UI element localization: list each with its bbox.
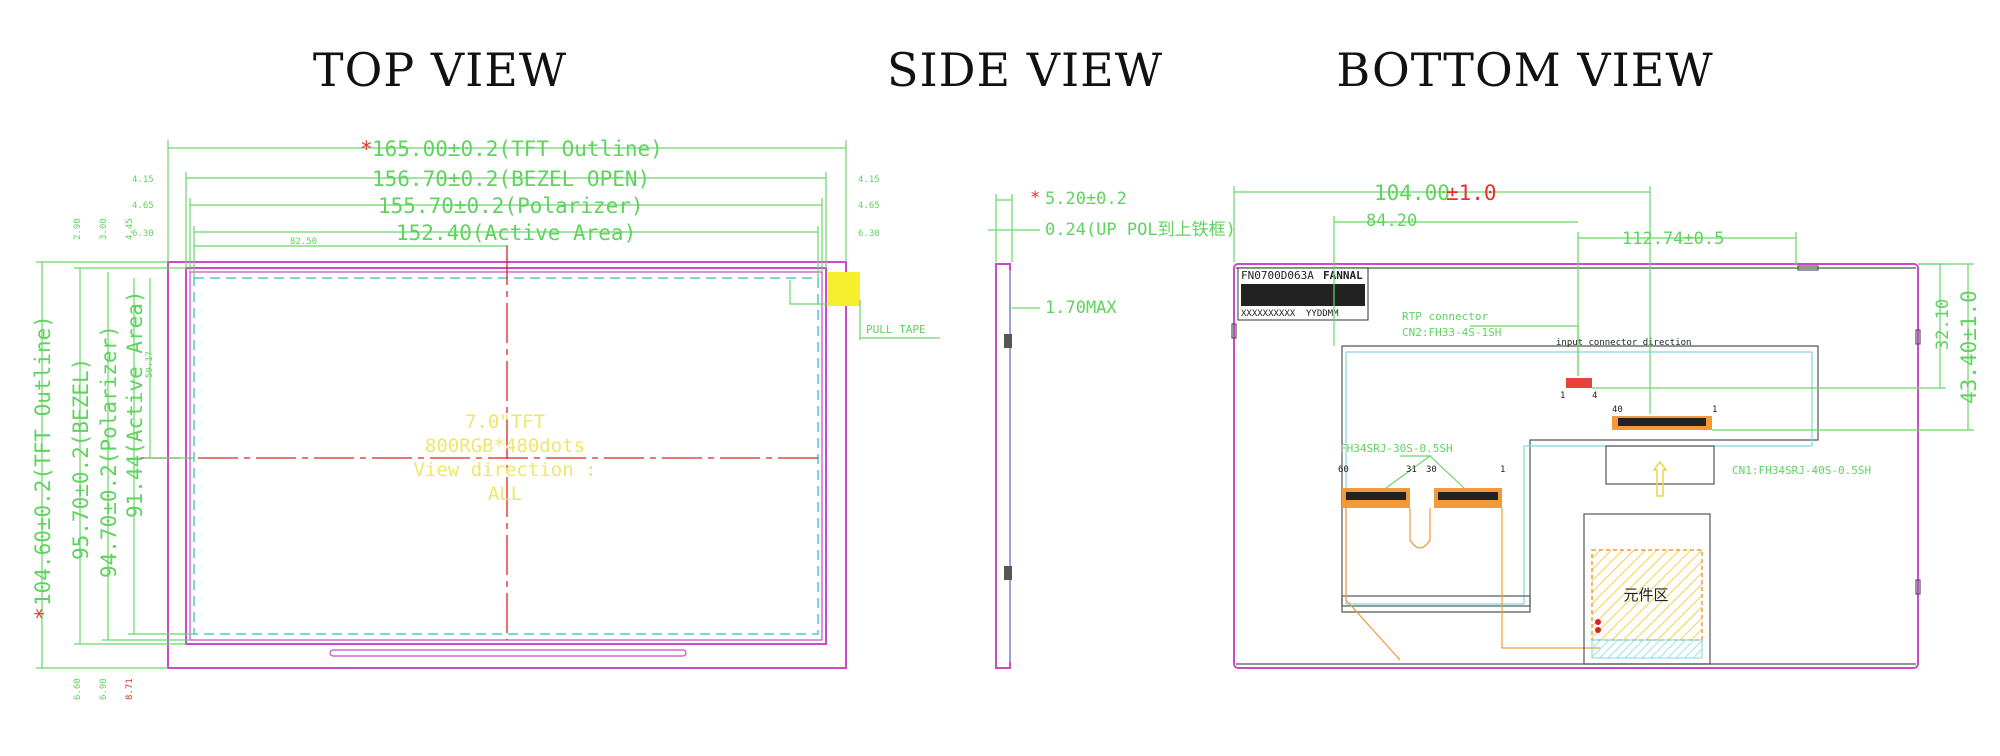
bottom-view-title: BOTTOM VIEW — [1336, 43, 1713, 97]
dim-4-15-left: 4.15 — [132, 175, 154, 185]
side-thickness: 5.20±0.2 — [1045, 189, 1127, 209]
dim-6-30-left: 6.30 — [132, 229, 154, 239]
dim-6-90: 6.90 — [99, 678, 109, 700]
cn1-pin-40: 40 — [1612, 405, 1623, 415]
direction-arrow — [1652, 460, 1668, 497]
bottom-outline — [1233, 263, 1919, 669]
top-polarizer-height: 94.70±0.2(Polarizer) — [97, 325, 121, 578]
label-date: YYDDMM — [1306, 309, 1339, 319]
label-brand: FANNAL — [1323, 269, 1363, 282]
dim-82-50: 82.50 — [290, 237, 317, 247]
label-model: FN0700D063A — [1241, 269, 1314, 282]
side-view: * 5.20±0.2 0.24(UP POL到上铁框) 1.70MAX — [988, 188, 1236, 669]
bottom-view: FN0700D063A FANNAL XXXXXXXXXX YYDDMM RTP… — [1231, 181, 1981, 669]
cn1-pin-1: 1 — [1712, 405, 1717, 415]
top-tft-height-star: * — [31, 607, 55, 620]
top-active-width: 152.40(Active Area) — [396, 221, 636, 245]
center-text-resolution: 800RGB*480dots — [425, 435, 585, 457]
dim-3-00: 3.00 — [99, 218, 109, 240]
dim-32-10: 32.10 — [1933, 299, 1953, 350]
pull-tape — [828, 272, 860, 306]
side-profile — [995, 263, 1011, 669]
side-thickness-star: * — [1030, 188, 1040, 208]
top-polarizer-width: 155.70±0.2(Polarizer) — [378, 194, 644, 218]
side-max-height: 1.70MAX — [1045, 298, 1117, 318]
rtp-connector-model: CN2:FH33-4S-1SH — [1402, 326, 1501, 339]
fh34-label: FH34SRJ-30S-0.5SH — [1340, 442, 1453, 455]
rtp-pin-4: 4 — [1592, 391, 1597, 401]
dim-84-20: 84.20 — [1366, 211, 1417, 231]
polarizer-outline — [189, 271, 823, 641]
center-text-size: 7.0"TFT — [465, 411, 545, 433]
label-code: XXXXXXXXXX — [1241, 309, 1296, 319]
rtp-connector — [1566, 378, 1592, 388]
top-tft-outline-height: 104.60±0.2(TFT Outline) — [31, 315, 55, 606]
pull-tape-label: PULL TAPE — [866, 323, 926, 336]
label-barcode — [1241, 284, 1365, 306]
rtp-pin-1: 1 — [1560, 391, 1565, 401]
top-bezel-open-width: 156.70±0.2(BEZEL OPEN) — [372, 167, 650, 191]
dim-4-65-left: 4.65 — [132, 201, 154, 211]
dim-6-30-right: 6.30 — [858, 229, 880, 239]
component-zone — [1591, 549, 1703, 641]
top-view: PULL TAPE 7.0"TFT 800RGB*480dots View di… — [31, 137, 940, 700]
center-text-all: ALL — [488, 483, 522, 505]
cn1-label: CN1:FH34SRJ-40S-0.5SH — [1732, 464, 1871, 477]
fh34-pin-1: 1 — [1500, 465, 1505, 475]
center-text-view-direction: View direction : — [413, 459, 596, 481]
dim-50-17: 50.17 — [145, 351, 155, 378]
top-tft-star: * — [360, 137, 373, 161]
fh34-pin-60: 60 — [1338, 465, 1349, 475]
side-pol-thickness: 0.24(UP POL到上铁框) — [1045, 220, 1236, 240]
fh34-pin-31: 31 — [1406, 465, 1417, 475]
dim-2-90: 2.90 — [73, 218, 83, 240]
component-zone-label: 元件区 — [1623, 586, 1668, 604]
dim-4-45: 4.45 — [125, 218, 135, 240]
pcb-area — [1341, 345, 1819, 613]
bezel-outline — [185, 267, 827, 645]
dim-112-74: 112.74±0.5 — [1622, 229, 1724, 249]
top-view-title: TOP VIEW — [313, 43, 567, 97]
input-direction: input connector direction — [1556, 338, 1691, 348]
top-bezel-height: 95.70±0.2(BEZEL) — [69, 358, 93, 560]
dim-43-40: 43.40±1.0 — [1957, 290, 1981, 404]
rtp-connector-label: RTP connector — [1402, 310, 1488, 323]
bottom-fpc-slot — [329, 649, 687, 657]
dim-6-60: 6.60 — [73, 678, 83, 700]
top-active-height: 91.44(Active Area) — [123, 290, 147, 518]
top-tft-outline-width: 165.00±0.2(TFT Outline) — [372, 137, 663, 161]
side-view-title: SIDE VIEW — [887, 43, 1163, 97]
dim-4-65-right: 4.65 — [858, 201, 880, 211]
dim-104-00: 104.00 — [1374, 181, 1450, 205]
dim-8-71: 8.71 — [125, 678, 135, 700]
dim-104-tolerance: ±1.0 — [1446, 181, 1497, 205]
dim-4-15-right: 4.15 — [858, 175, 880, 185]
fh34-pin-30: 30 — [1426, 465, 1437, 475]
active-area-outline — [193, 277, 819, 635]
